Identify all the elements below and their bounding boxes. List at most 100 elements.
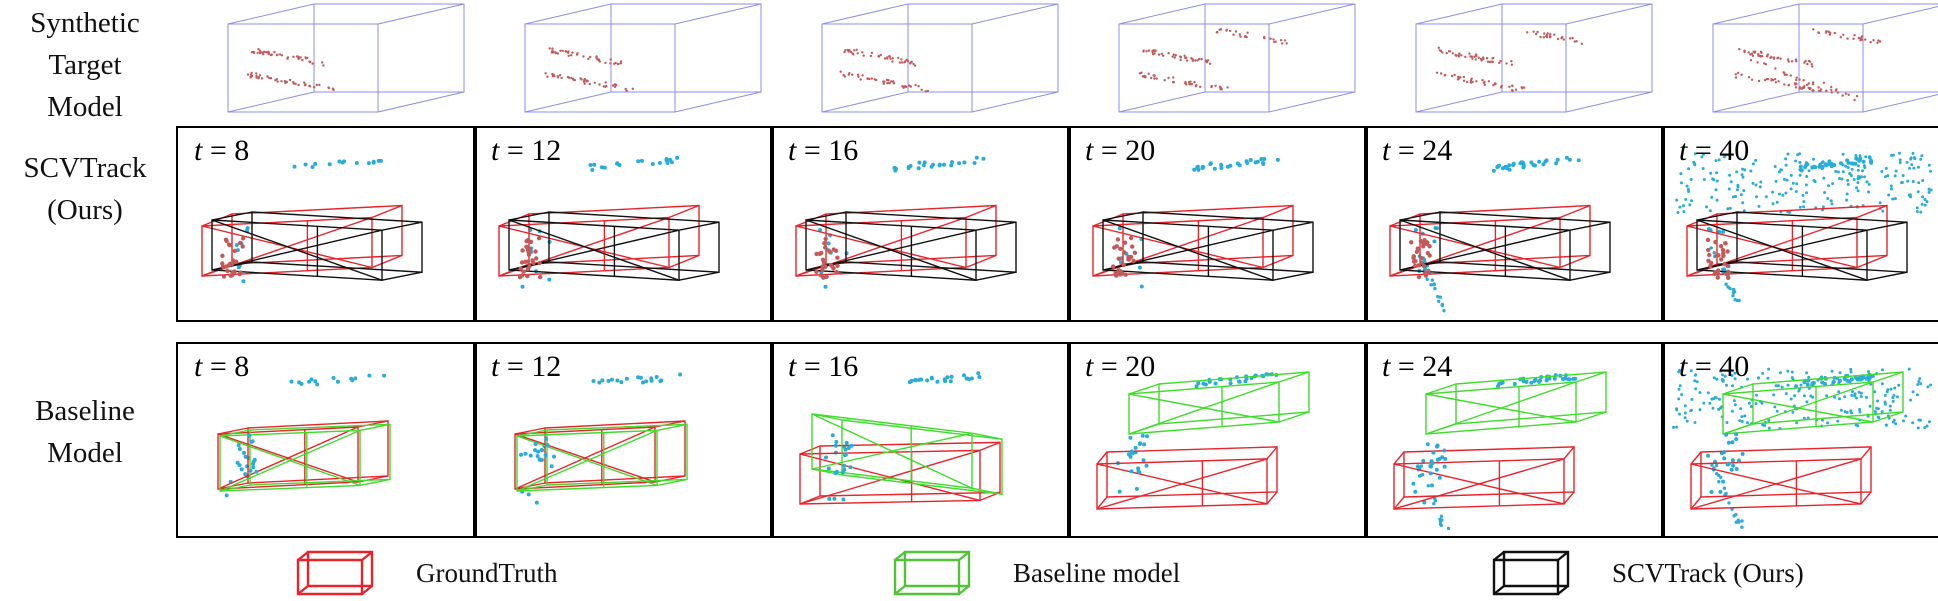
baseline-panel-t1: t = 8 (176, 342, 477, 538)
scene-points-trail (1709, 246, 1741, 303)
green-box-icon (893, 550, 971, 596)
legend-label-scvtrack-ours: SCVTrack (Ours) (1612, 558, 1804, 588)
scvtrack-box (1696, 211, 1908, 281)
scene-points-top (1192, 157, 1280, 172)
model-point-cloud (1526, 30, 1584, 45)
scvtrack-box (508, 211, 720, 281)
legend: GroundTruth Baseline model SCVTrack (Our… (0, 540, 1938, 601)
target-points (1425, 442, 1448, 476)
target-points (1705, 237, 1731, 280)
time-variable: t (1382, 134, 1391, 167)
baseline-box (219, 423, 391, 492)
legend-box-shape (893, 550, 971, 596)
model-point-cloud (544, 72, 634, 93)
time-step-label: t = 12 (491, 350, 561, 384)
baseline-box (1425, 371, 1607, 435)
model-point-cloud (1437, 46, 1514, 66)
target-points (1722, 432, 1745, 472)
scvtrack-box (1102, 211, 1314, 281)
synthetic-model-5 (1364, 0, 1665, 120)
scene-points-top (292, 158, 383, 169)
time-variable: t (1679, 134, 1688, 167)
model-wireframe-box (1712, 3, 1938, 113)
scene-points-cluster (1411, 457, 1442, 505)
groundtruth-box (1393, 446, 1575, 510)
row-label-scvtrack-ours: SCVTrack(Ours) (23, 152, 147, 226)
target-points (1111, 235, 1138, 278)
time-step-label: t = 40 (1679, 134, 1749, 168)
model-point-cloud (246, 71, 335, 92)
time-value: = 24 (1390, 350, 1453, 383)
time-variable: t (194, 350, 203, 383)
target-points (1409, 238, 1432, 280)
synthetic-model-4 (1067, 0, 1368, 120)
target-points (517, 236, 543, 280)
target-points (830, 433, 854, 476)
model-point-cloud (548, 47, 623, 66)
time-value: = 20 (1093, 134, 1156, 167)
model-point-cloud (1142, 49, 1212, 65)
black-box-icon (1492, 550, 1570, 596)
time-variable: t (788, 350, 797, 383)
baseline-box (1128, 371, 1310, 435)
model-wireframe-box (1415, 3, 1653, 113)
model-point-cloud (1138, 71, 1229, 91)
scvtrack-panel-t4: t = 20 (1067, 126, 1368, 322)
scene-points-top (1798, 155, 1874, 173)
time-value: = 8 (202, 350, 250, 383)
model-wireframe-box (1118, 3, 1356, 113)
time-value: = 40 (1687, 350, 1750, 383)
model-point-cloud (1734, 71, 1823, 93)
scvtrack-panel-t6: t = 40 (1661, 126, 1938, 322)
time-step-label: t = 24 (1382, 134, 1452, 168)
synthetic-model-2 (473, 0, 774, 120)
baseline-panel-t6: t = 40 (1661, 342, 1938, 538)
time-variable: t (788, 134, 797, 167)
time-step-label: t = 8 (194, 134, 249, 168)
scene-points-dense (1672, 367, 1933, 430)
groundtruth-box (1690, 446, 1872, 510)
time-step-label: t = 16 (788, 350, 858, 384)
scene-points-cluster (519, 444, 547, 505)
scvtrack-panel-t5: t = 24 (1364, 126, 1665, 322)
scene-points-top (892, 155, 986, 173)
time-variable: t (194, 134, 203, 167)
time-variable: t (1085, 134, 1094, 167)
model-point-cloud (839, 70, 929, 93)
scvtrack-panel-t3: t = 16 (770, 126, 1071, 322)
scvtrack-panel-t2: t = 12 (473, 126, 774, 322)
target-points (1128, 433, 1149, 475)
target-points (220, 236, 246, 279)
time-step-label: t = 16 (788, 134, 858, 168)
time-variable: t (491, 134, 500, 167)
legend-label-groundtruth: GroundTruth (416, 558, 558, 588)
time-step-label: t = 20 (1085, 350, 1155, 384)
scene-points-top (588, 155, 680, 172)
baseline-panel-t5: t = 24 (1364, 342, 1665, 538)
model-wireframe-box (821, 3, 1059, 113)
baseline-panel-t4: t = 20 (1067, 342, 1368, 538)
synthetic-model-1 (176, 0, 477, 120)
scvtrack-box (805, 211, 1017, 281)
time-value: = 16 (796, 350, 859, 383)
scene-points-top (907, 371, 982, 385)
time-value: = 20 (1093, 350, 1156, 383)
baseline-box (516, 423, 688, 492)
model-point-cloud (843, 48, 917, 67)
legend-box-shape (1492, 550, 1570, 596)
scene-points-top (1496, 373, 1578, 389)
time-variable: t (1382, 350, 1391, 383)
time-step-label: t = 40 (1679, 350, 1749, 384)
red-box-icon (296, 550, 374, 596)
scene-points-top (591, 372, 683, 385)
baseline-box (811, 413, 1003, 495)
time-step-label: t = 20 (1085, 134, 1155, 168)
time-value: = 40 (1687, 134, 1750, 167)
scene-points-dense (1675, 151, 1933, 214)
baseline-panel-t2: t = 12 (473, 342, 774, 538)
time-value: = 12 (499, 350, 562, 383)
groundtruth-box (1096, 446, 1278, 510)
target-points (533, 436, 556, 469)
scene-points-top (289, 373, 387, 387)
baseline-box (1722, 371, 1904, 435)
